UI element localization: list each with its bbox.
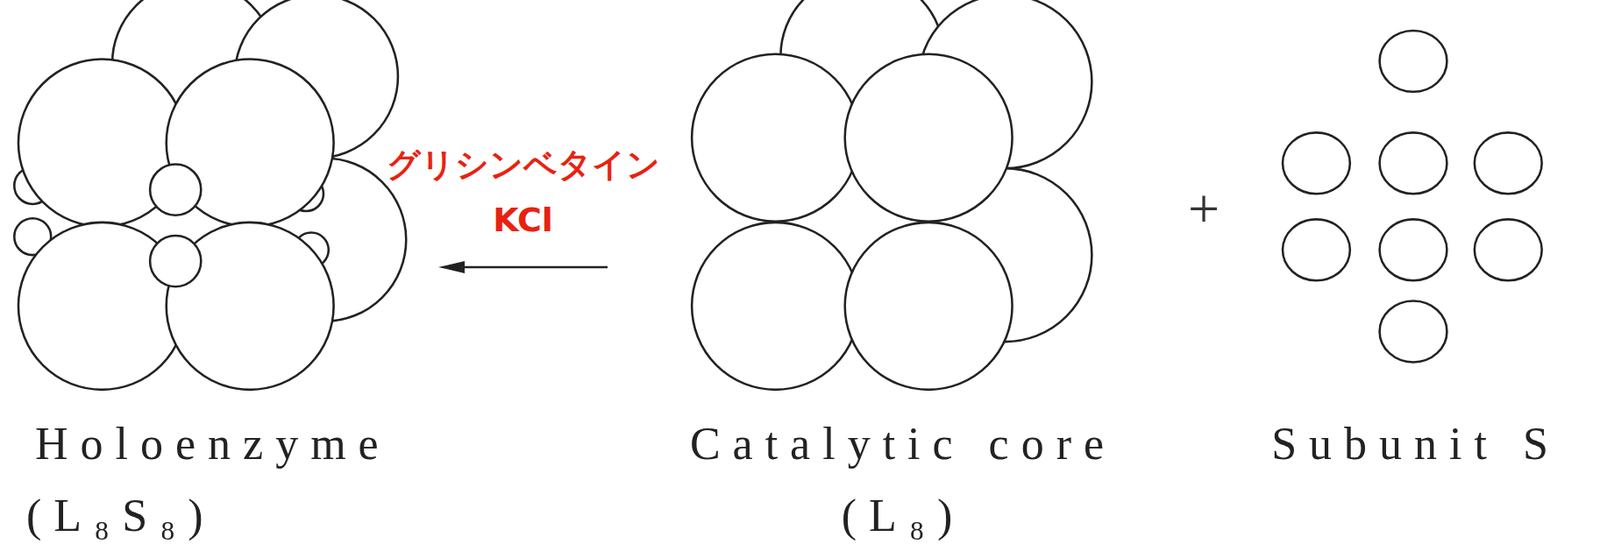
plus-sign: + (1187, 181, 1220, 238)
enzyme-group: Catalytic core (L₈) (607, 0, 1123, 553)
enzyme-group: Holoenzyme (L₈S₈) (8, 0, 439, 553)
subunit-formula: (L₈S₈) (26, 490, 216, 541)
part-name: Catalytic core (689, 419, 1117, 470)
enzyme-group: Subunit S (1253, 0, 1592, 553)
reaction-arrow (438, 261, 608, 274)
reagent-label: グリシンベタイン KCl (378, 137, 669, 249)
subunit-formula: (L₈) (841, 490, 966, 541)
part-name: Holoenzyme (35, 419, 392, 470)
part-name: Subunit S (1271, 419, 1561, 470)
